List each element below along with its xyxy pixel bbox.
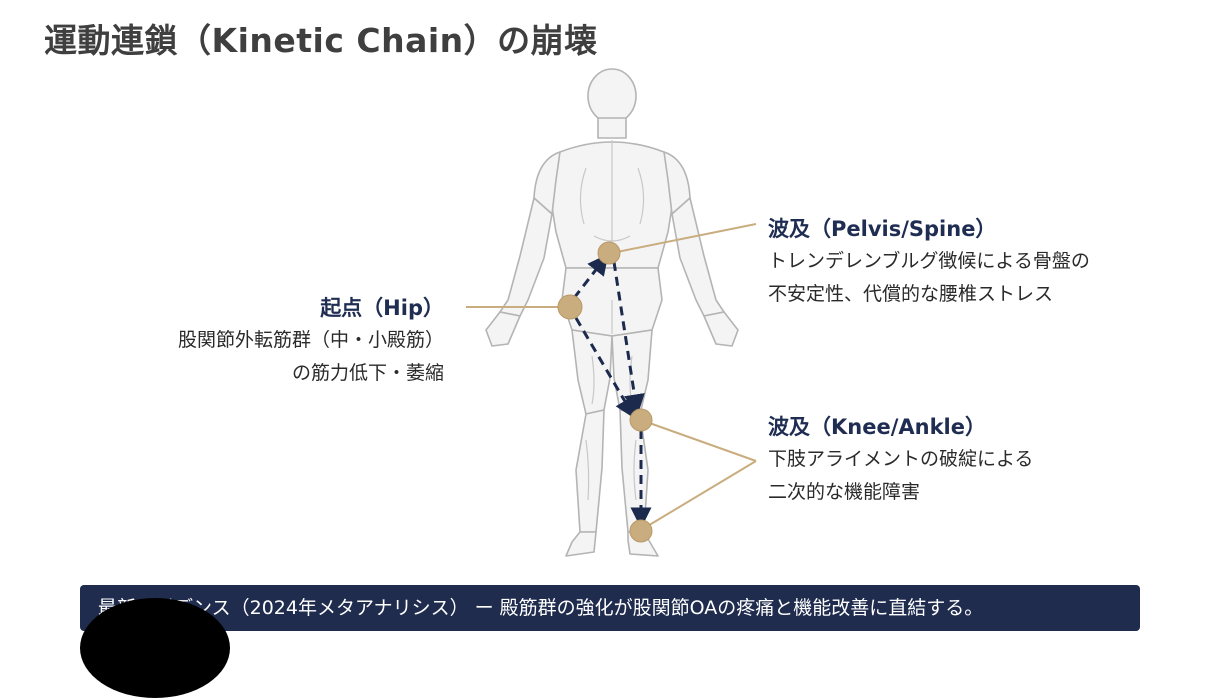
body-left-arm [499,197,553,317]
pelvis-heading: 波及（Pelvis/Spine） [768,217,997,241]
knee-description-line-2: 二次的な機能障害 [768,481,921,503]
body-left-foot [565,531,597,557]
body-head [587,68,637,124]
arrow-hip-to-pelvis [572,253,609,299]
evidence-banner: 最新エビデンス（2024年メタアナリシス） ー 殿筋群の強化が股関節OAの疼痛と… [80,585,1140,631]
chain-arrows [572,253,652,529]
leader-line-knee [640,419,757,462]
joint-marker-ankle [629,519,653,543]
leader-lines [466,223,757,531]
arrow-pelvis-to-knee [612,261,645,416]
hip-description-line-1: 股関節外転筋群（中・小殿筋） [177,329,444,351]
pelvis-description-line-1: トレンデレンブルグ徴候による骨盤の [768,250,1090,272]
hip-heading: 起点（Hip） [320,296,444,320]
body-right-hand [703,311,739,347]
kinetic-chain-diagram [466,68,757,557]
page-title: 運動連鎖（Kinetic Chain）の崩壊 [44,21,598,60]
knee-description-line-1: 下肢アライメントの破綻による [768,448,1034,470]
arrow-hip-to-knee [574,317,636,420]
body-neck [597,117,627,139]
leader-line-ankle [640,460,757,531]
pelvis-description-line-2: 不安定性、代償的な腰椎ストレス [768,283,1054,305]
leader-line-pelvis [611,223,757,254]
joint-marker-hip [557,294,583,320]
joint-marker-pelvis [597,241,621,265]
joint-marker-knee [629,408,653,432]
body-left-calf [575,409,605,533]
body-right-arm [671,197,725,317]
hip-description-line-2: の筋力低下・萎縮 [291,362,444,384]
knee-description: 下肢アライメントの破綻による 二次的な機能障害 [768,443,1033,509]
body-left-hand [485,311,521,347]
knee-heading: 波及（Knee/Ankle） [768,415,986,439]
joint-markers [557,241,653,543]
pelvis-description: トレンデレンブルグ徴候による骨盤の 不安定性、代償的な腰椎ストレス [768,245,1090,311]
corner-overlay-shape [80,598,230,698]
hip-description: 股関節外転筋群（中・小殿筋） の筋力低下・萎縮 [100,324,444,390]
